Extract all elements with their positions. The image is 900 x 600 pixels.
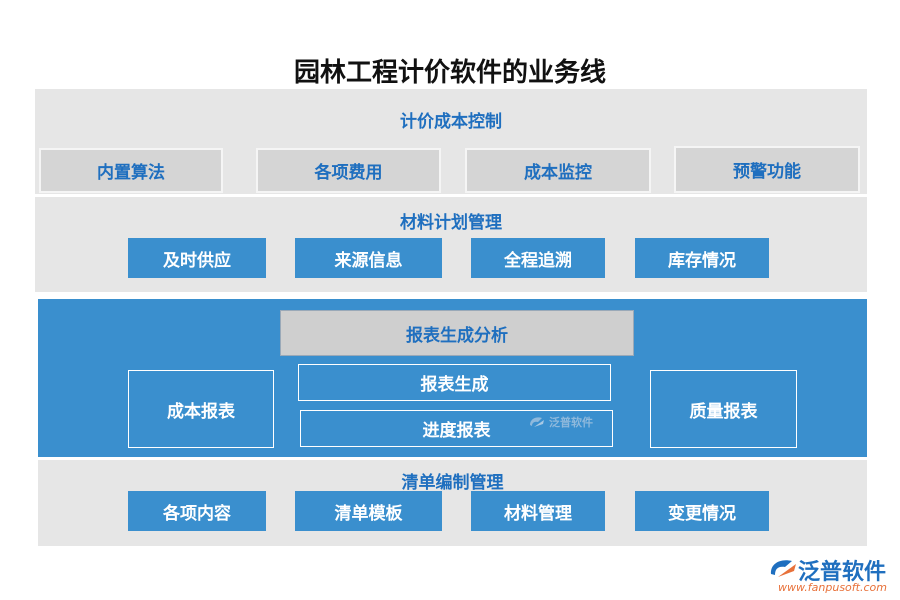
material-plan-title: 材料计划管理 xyxy=(400,213,502,233)
cost-control-title: 计价成本控制 xyxy=(400,112,502,132)
bill-item-change: 变更情况 xyxy=(635,491,769,531)
material-item-trace: 全程追溯 xyxy=(471,238,605,278)
report-generate: 报表生成 xyxy=(298,364,611,401)
material-item-inventory: 库存情况 xyxy=(635,238,769,278)
bill-item-template: 清单模板 xyxy=(295,491,442,531)
page-title: 园林工程计价软件的业务线 xyxy=(293,58,606,88)
material-plan-band: 材料计划管理 及时供应 来源信息 全程追溯 库存情况 xyxy=(35,197,867,292)
report-cost: 成本报表 xyxy=(128,370,274,448)
report-progress: 进度报表 xyxy=(300,410,613,447)
fanpu-brand-icon xyxy=(770,560,796,577)
cost-item-monitor: 成本监控 xyxy=(465,148,651,193)
material-item-source: 来源信息 xyxy=(295,238,442,278)
brand-name: 泛普软件 xyxy=(798,560,887,585)
brand-url: www.fanpusoft.com xyxy=(778,581,887,594)
fanpu-logo-icon xyxy=(530,417,544,427)
watermark: 泛普软件 xyxy=(528,414,593,430)
report-analysis-title: 报表生成分析 xyxy=(280,310,634,356)
bill-item-material: 材料管理 xyxy=(471,491,605,531)
cost-item-warning: 预警功能 xyxy=(674,146,860,193)
material-item-supply: 及时供应 xyxy=(128,238,266,278)
cost-item-fees: 各项费用 xyxy=(256,148,441,193)
bill-band: 清单编制管理 各项内容 清单模板 材料管理 变更情况 xyxy=(38,460,867,546)
cost-item-algorithm: 内置算法 xyxy=(39,148,223,193)
cost-control-band: 计价成本控制 内置算法 各项费用 成本监控 预警功能 xyxy=(35,89,867,194)
bill-title: 清单编制管理 xyxy=(401,473,504,493)
watermark-text: 泛普软件 xyxy=(549,416,593,429)
report-band: 报表生成分析 成本报表 报表生成 进度报表 质量报表 xyxy=(38,299,867,457)
bill-item-content: 各项内容 xyxy=(128,491,266,531)
report-quality: 质量报表 xyxy=(650,370,797,448)
